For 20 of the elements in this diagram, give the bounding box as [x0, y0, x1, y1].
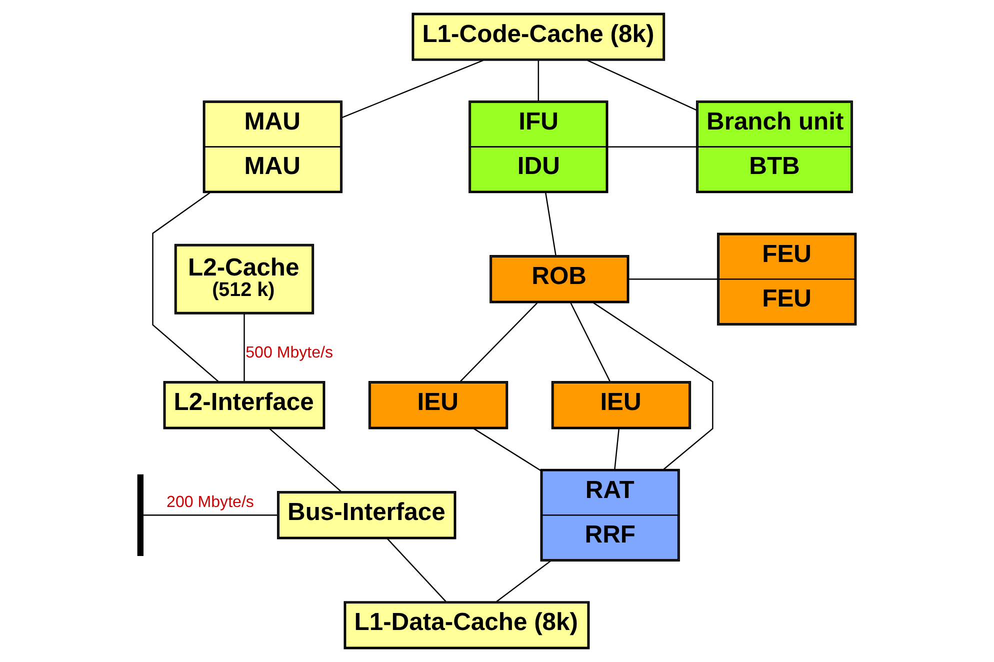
connector	[628, 278, 718, 280]
connector	[460, 302, 538, 382]
connector	[538, 60, 540, 101]
node-bar	[137, 474, 144, 556]
connector	[269, 428, 342, 492]
connector	[342, 60, 484, 118]
connector	[474, 428, 542, 472]
connector	[570, 302, 610, 382]
connector	[614, 428, 620, 470]
edge-label: 200 Mbyte/s	[166, 493, 254, 512]
edge-label: 500 Mbyte/s	[246, 343, 334, 362]
connector	[152, 192, 219, 382]
connector	[244, 314, 245, 382]
connector	[545, 192, 556, 256]
connector	[608, 146, 696, 148]
connector	[496, 560, 551, 602]
connector	[386, 538, 446, 602]
connector	[142, 514, 277, 516]
connector	[593, 302, 714, 470]
connector	[587, 60, 697, 111]
